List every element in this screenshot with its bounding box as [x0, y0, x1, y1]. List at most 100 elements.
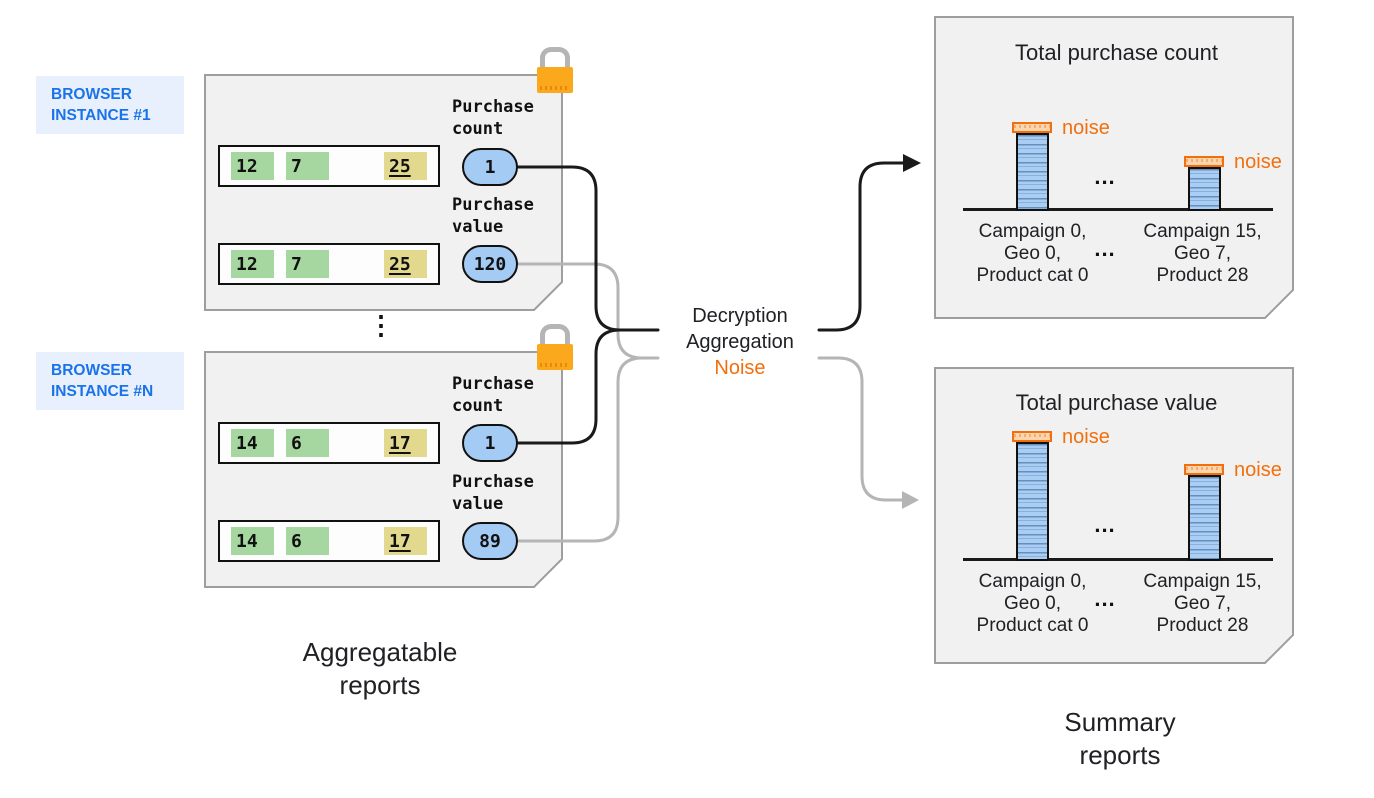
noise-cap [1184, 156, 1224, 167]
purchase-value-label: Purchase value [452, 194, 534, 238]
purchase-value-value-bubble: 89 [462, 522, 518, 560]
badge-line: BROWSER [51, 86, 132, 103]
bucket-cell-yellow: 25 [384, 152, 427, 180]
x-axis [963, 208, 1273, 211]
purchase-count-value-bubble: 1 [462, 424, 518, 462]
contribution-vector: 14 6 17 [218, 520, 440, 562]
bar [1015, 133, 1049, 211]
label-line: value [452, 494, 504, 514]
connector-value-n [515, 356, 644, 543]
noise-label: noise [1234, 459, 1282, 481]
label-line: Purchase [452, 97, 534, 117]
summary-report-panel-count [934, 16, 1294, 319]
contribution-vector: 12 7 25 [218, 145, 440, 187]
bar [1187, 475, 1221, 561]
x-label-line: Geo 7, [1173, 593, 1232, 614]
chart-title-value: Total purchase value [1015, 390, 1218, 415]
x-label-campaign15: Campaign 15, Geo 7, Product 28 [1115, 221, 1290, 287]
xaxis-gap-ellipsis: ... [1094, 586, 1116, 611]
label-line: count [452, 396, 504, 416]
connector-count-n [516, 328, 622, 445]
more-instances-ellipsis: ⋮ [368, 310, 394, 340]
contribution-vector: 12 7 25 [218, 243, 440, 285]
bucket-cell-green: 6 [286, 527, 329, 555]
noise-cap [1184, 464, 1224, 475]
x-label-line: Product 28 [1156, 615, 1249, 636]
bucket-cell-green: 6 [286, 429, 329, 457]
lock-icon [537, 324, 573, 370]
bar-group-campaign15-count: noise [1184, 151, 1282, 211]
bucket-cell-green: 12 [231, 250, 274, 278]
aggregatable-reports-caption: Aggregatable reports [270, 636, 490, 702]
bucket-cell-yellow: 25 [384, 250, 427, 278]
x-label-campaign0: Campaign 0, Geo 0, Product cat 0 [945, 221, 1120, 287]
x-label-line: Geo 0, [1003, 243, 1062, 264]
x-label-line: Geo 0, [1003, 593, 1062, 614]
bucket-cell-yellow: 17 [384, 429, 427, 457]
connector-count-out [817, 161, 905, 332]
x-label-line: Campaign 15, [1143, 571, 1262, 592]
bucket-cell-green: 12 [231, 152, 274, 180]
browser-instance-n-badge: BROWSER INSTANCE #N [36, 352, 184, 410]
lock-body [537, 344, 573, 370]
process-decryption: Decryption [692, 305, 788, 327]
x-label-line: Campaign 15, [1143, 221, 1262, 242]
x-axis [963, 558, 1273, 561]
connector-count-1 [516, 165, 660, 332]
connector-value-out [817, 356, 904, 502]
noise-label: noise [1062, 426, 1110, 448]
gray-arrowhead [902, 491, 919, 509]
x-label-campaign0: Campaign 0, Geo 0, Product cat 0 [945, 571, 1120, 637]
bucket-cell-yellow: 17 [384, 527, 427, 555]
process-noise: Noise [714, 357, 766, 379]
purchase-count-label: Purchase count [452, 96, 534, 140]
bucket-cell-green: 7 [286, 152, 329, 180]
lock-shackle [540, 324, 570, 345]
label-line: Purchase [452, 374, 534, 394]
purchase-count-value-bubble: 1 [462, 148, 518, 186]
caption-line: Summary [1064, 707, 1176, 737]
bar-group-campaign0-count: noise [1012, 117, 1110, 211]
x-label-line: Product 28 [1156, 265, 1249, 286]
label-line: value [452, 217, 504, 237]
xaxis-gap-ellipsis: ... [1094, 236, 1116, 261]
bar-group-campaign15-value: noise [1184, 459, 1282, 561]
label-line: count [452, 119, 504, 139]
chart-title-count: Total purchase count [1014, 40, 1219, 65]
noise-cap [1012, 431, 1052, 442]
noise-label: noise [1062, 117, 1110, 139]
purchase-value-value-bubble: 120 [462, 245, 518, 283]
x-label-line: Product cat 0 [976, 615, 1089, 636]
purchase-count-label: Purchase count [452, 373, 534, 417]
bars-gap-ellipsis: ... [1094, 512, 1116, 537]
caption-line: Aggregatable [302, 637, 458, 667]
lock-body [537, 67, 573, 93]
x-label-line: Campaign 0, [978, 221, 1087, 242]
badge-line: INSTANCE #1 [51, 107, 151, 124]
caption-line: reports [1079, 740, 1161, 770]
black-arrowhead [903, 154, 921, 172]
bucket-cell-green: 14 [231, 429, 274, 457]
bar [1015, 442, 1049, 561]
caption-line: reports [339, 670, 421, 700]
process-aggregation: Aggregation [686, 331, 794, 353]
purchase-value-label: Purchase value [452, 471, 534, 515]
bar-group-campaign0-value: noise [1012, 426, 1110, 561]
noise-label: noise [1234, 151, 1282, 173]
bucket-cell-green: 14 [231, 527, 274, 555]
x-label-line: Geo 7, [1173, 243, 1232, 264]
label-line: Purchase [452, 195, 534, 215]
browser-instance-1-badge: BROWSER INSTANCE #1 [36, 76, 184, 134]
lock-icon [537, 47, 573, 93]
bars-gap-ellipsis: ... [1094, 164, 1116, 189]
x-label-line: Campaign 0, [978, 571, 1087, 592]
contribution-vector: 14 6 17 [218, 422, 440, 464]
badge-line: BROWSER [51, 362, 132, 379]
label-line: Purchase [452, 472, 534, 492]
summary-reports-caption: Summary reports [1010, 706, 1230, 772]
connector-value-1 [515, 262, 660, 360]
bucket-cell-green: 7 [286, 250, 329, 278]
badge-line: INSTANCE #N [51, 383, 154, 400]
noise-cap [1012, 122, 1052, 133]
